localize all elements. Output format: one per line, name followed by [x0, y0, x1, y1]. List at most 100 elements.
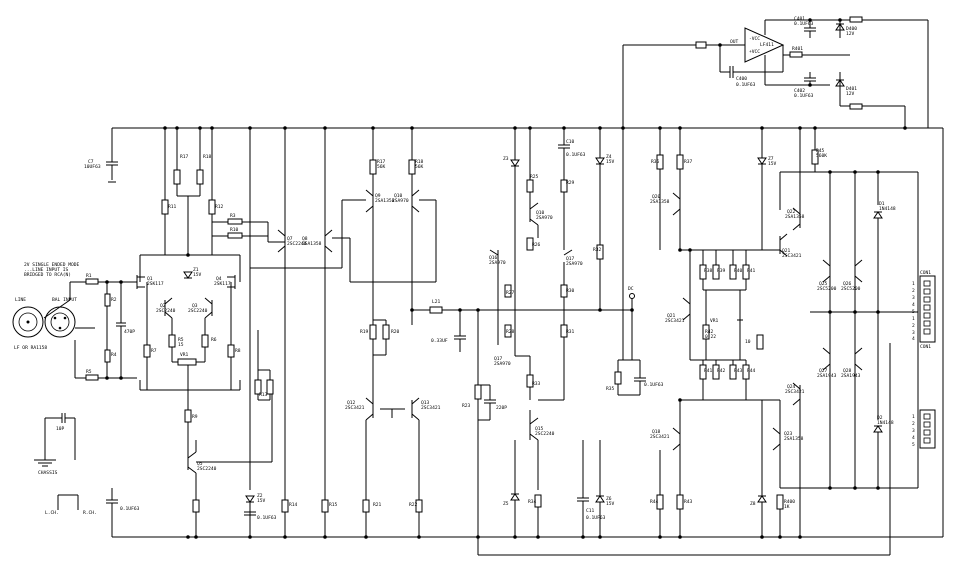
- svg-text:Q3: Q3: [192, 303, 198, 309]
- svg-text:Q10: Q10: [536, 210, 545, 216]
- svg-text:0.1UF63: 0.1UF63: [257, 515, 277, 521]
- svg-text:2SA1358: 2SA1358: [650, 199, 670, 205]
- svg-text:Z5: Z5: [503, 501, 509, 507]
- svg-text:R5: R5: [86, 369, 92, 375]
- svg-text:R44: R44: [650, 499, 659, 505]
- svg-text:2SK117: 2SK117: [147, 281, 164, 287]
- svg-text:Q22: Q22: [787, 209, 796, 215]
- svg-text:Q13: Q13: [421, 400, 430, 406]
- voltage-amplifier: Z3 R25 Q10 2SA970 R26 Q16 2SA970 R27 R28…: [489, 128, 664, 537]
- svg-text:15V: 15V: [606, 501, 615, 507]
- svg-text:C402: C402: [794, 88, 805, 94]
- output-driver: R36 R37 Q20 2SA1358 Q21 2SC3421 R38 R39 …: [650, 128, 780, 537]
- svg-text:R5: R5: [178, 337, 184, 343]
- svg-text:2: 2: [912, 323, 915, 329]
- svg-text:D401: D401: [846, 86, 857, 92]
- svg-text:Q18: Q18: [652, 429, 661, 435]
- driver-stage: R3 R10 Q7 2SC2240 Q8 2SA1358 R13 Z2 15V: [212, 128, 343, 537]
- svg-text:VR1: VR1: [710, 318, 719, 324]
- svg-text:3: 3: [912, 295, 915, 301]
- svg-text:15V: 15V: [193, 272, 202, 278]
- svg-text:15V: 15V: [606, 159, 615, 165]
- coil-label: L21: [432, 299, 441, 305]
- center-driver: R17 56K R18 56K Q9 2SA1358 Q10 2SA970 R1…: [332, 128, 507, 537]
- svg-text:Q5: Q5: [197, 461, 203, 467]
- svg-text:+VCC: +VCC: [749, 49, 760, 55]
- svg-text:220P: 220P: [496, 405, 507, 411]
- svg-text:R37: R37: [684, 159, 693, 165]
- svg-text:12V: 12V: [846, 31, 855, 37]
- svg-text:R18: R18: [415, 159, 424, 165]
- svg-text:2SA1358: 2SA1358: [375, 198, 395, 204]
- svg-text:C401: C401: [794, 16, 805, 22]
- svg-text:R17: R17: [377, 159, 386, 165]
- svg-text:Q26: Q26: [843, 281, 852, 287]
- svg-text:R25: R25: [530, 174, 539, 180]
- svg-text:R44: R44: [747, 368, 756, 374]
- svg-text:Q16: Q16: [489, 255, 498, 261]
- svg-text:R12: R12: [215, 204, 224, 210]
- svg-text:R20: R20: [391, 329, 400, 335]
- svg-text:56K: 56K: [377, 164, 386, 170]
- svg-text:0.33UF: 0.33UF: [431, 338, 448, 344]
- svg-text:Q4: Q4: [216, 276, 222, 282]
- svg-text:2SC3421: 2SC3421: [421, 405, 441, 411]
- svg-text:2SC3421: 2SC3421: [665, 318, 685, 324]
- svg-text:R23: R23: [462, 403, 471, 409]
- svg-text:10P: 10P: [56, 426, 65, 432]
- jack-2-label: BAL INPUT: [52, 297, 77, 303]
- dc-servo: OUT -VCC +VCC LF411 C400 0.1UF63 R401 C4…: [695, 16, 928, 128]
- svg-text:Z7: Z7: [768, 156, 774, 162]
- svg-text:R32: R32: [593, 247, 602, 253]
- svg-text:Q27: Q27: [819, 368, 828, 374]
- svg-text:10: 10: [745, 339, 751, 345]
- svg-text:5: 5: [912, 309, 915, 315]
- svg-text:C400: C400: [736, 76, 747, 82]
- dc-label: DC: [628, 286, 634, 292]
- svg-text:R28: R28: [506, 329, 515, 335]
- svg-text:R401: R401: [792, 46, 803, 52]
- svg-text:R34: R34: [528, 499, 537, 505]
- svg-text:R38: R38: [704, 268, 713, 274]
- svg-text:R30: R30: [566, 288, 575, 294]
- svg-text:R13: R13: [259, 392, 268, 398]
- svg-text:Q17: Q17: [566, 256, 575, 262]
- svg-text:R17: R17: [180, 154, 189, 160]
- svg-text:0.22: 0.22: [705, 334, 716, 340]
- svg-text:Z4: Z4: [606, 154, 612, 160]
- svg-text:1K: 1K: [784, 504, 790, 510]
- svg-text:Z2: Z2: [257, 493, 263, 499]
- svg-text:0.1UF63: 0.1UF63: [586, 515, 606, 521]
- svg-text:LF411: LF411: [760, 42, 774, 48]
- svg-text:Q10: Q10: [394, 193, 403, 199]
- right-channel-label: R.CH.: [83, 510, 97, 516]
- svg-text:VR1: VR1: [180, 352, 189, 358]
- svg-text:Q20: Q20: [652, 194, 661, 200]
- svg-text:Q21: Q21: [782, 248, 791, 254]
- svg-text:D400: D400: [846, 26, 857, 32]
- svg-text:0.1UF63: 0.1UF63: [794, 21, 814, 27]
- svg-text:R42: R42: [705, 329, 714, 335]
- svg-text:R3: R3: [230, 213, 236, 219]
- svg-text:0.1UF63: 0.1UF63: [644, 382, 664, 388]
- svg-text:R41: R41: [747, 268, 756, 274]
- svg-text:C10: C10: [566, 139, 575, 145]
- svg-text:2SC5200: 2SC5200: [841, 286, 861, 292]
- svg-text:5: 5: [912, 442, 915, 448]
- svg-text:560K: 560K: [816, 153, 827, 159]
- svg-text:R29: R29: [566, 180, 575, 186]
- svg-text:2: 2: [912, 288, 915, 294]
- svg-text:Q2: Q2: [160, 303, 166, 309]
- svg-text:56K: 56K: [415, 164, 424, 170]
- svg-text:R22: R22: [409, 502, 418, 508]
- output-connector: CON1 CON1 1 2 3 4 5 1 2 3 4: [912, 270, 936, 350]
- svg-text:D2: D2: [877, 415, 883, 421]
- svg-text:C11: C11: [586, 508, 595, 514]
- svg-text:2SC5200: 2SC5200: [817, 286, 837, 292]
- svg-text:1N4148: 1N4148: [877, 420, 894, 426]
- svg-text:3: 3: [912, 330, 915, 336]
- spare-connector: 1 2 3 4 5: [912, 409, 936, 449]
- svg-text:R11: R11: [168, 204, 177, 210]
- svg-text:2SA1358: 2SA1358: [302, 241, 322, 247]
